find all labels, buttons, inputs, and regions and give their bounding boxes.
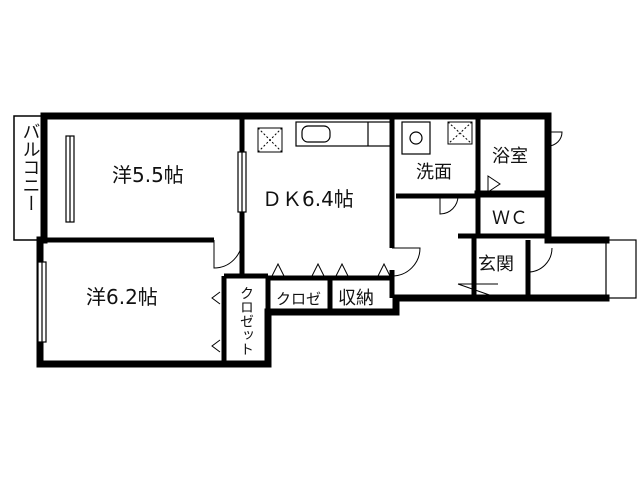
interior-walls — [44, 116, 548, 364]
closet-marks — [211, 262, 391, 353]
western-room-2-label: 洋6.2帖 — [86, 285, 158, 309]
entrance-step — [457, 283, 499, 299]
closet-small-label: クロゼ — [276, 290, 321, 308]
vent-boxes — [257, 121, 473, 153]
bathroom-label: 浴室 — [492, 146, 528, 167]
dining-kitchen-label: ＤＫ6.4帖 — [262, 187, 354, 211]
entrance-label: 玄関 — [478, 254, 514, 275]
entrance-porch — [605, 239, 637, 299]
kitchen-counter — [295, 121, 393, 147]
bath-door-mark — [487, 175, 501, 193]
windows — [37, 135, 247, 343]
doors — [213, 131, 563, 277]
western-room-1-label: 洋5.5帖 — [112, 163, 184, 187]
exterior-walls — [36, 112, 610, 368]
balcony-label: バルコニー — [20, 122, 41, 212]
washroom-label: 洗面 — [416, 162, 452, 183]
toilet-label: ＷＣ — [492, 208, 528, 229]
closet-vertical-label: クロゼット — [238, 286, 254, 356]
storage-label: 収納 — [338, 288, 374, 309]
washbasin — [401, 121, 431, 155]
